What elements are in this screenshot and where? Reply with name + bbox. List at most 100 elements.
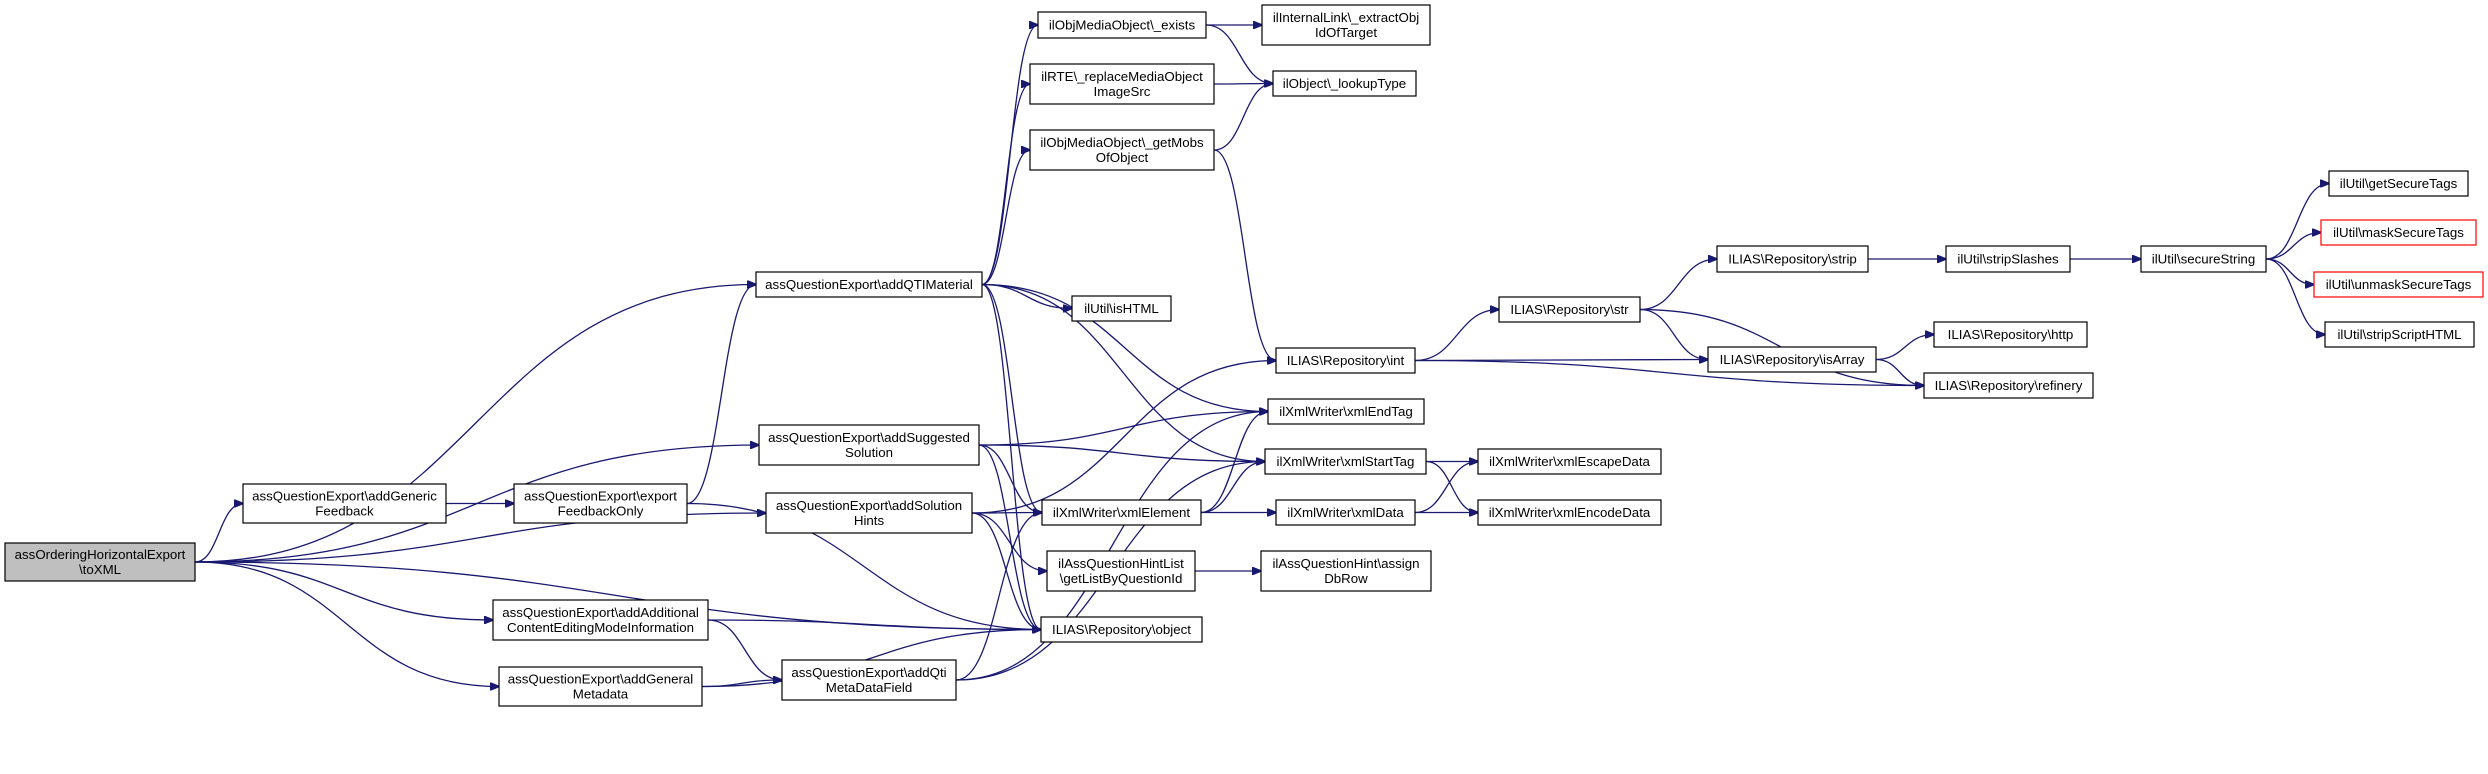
node-repoStrip[interactable]: ILIAS\Repository\strip bbox=[1716, 245, 1869, 273]
node-root[interactable]: assOrderingHorizontalExport\toXML bbox=[4, 542, 196, 582]
node-box[interactable] bbox=[2140, 245, 2267, 273]
node-label: ilXmlWriter\xmlStartTag bbox=[1277, 454, 1415, 469]
node-box[interactable] bbox=[1040, 616, 1203, 643]
node-label: ImageSrc bbox=[1094, 84, 1151, 99]
node-repoStr[interactable]: ILIAS\Repository\str bbox=[1498, 296, 1641, 323]
node-box[interactable] bbox=[492, 599, 709, 641]
node-isHTML[interactable]: ilUtil\isHTML bbox=[1071, 295, 1172, 322]
edge-mobExists-to-lookupType bbox=[1205, 24, 1273, 84]
node-box[interactable] bbox=[1037, 11, 1207, 39]
node-box[interactable] bbox=[1029, 63, 1215, 105]
node-label: \getListByQuestionId bbox=[1060, 571, 1183, 586]
node-box[interactable] bbox=[1275, 347, 1416, 374]
node-maskSecureTags[interactable]: ilUtil\maskSecureTags bbox=[2320, 219, 2477, 246]
edge-exportFeedbackOnly-to-repoObject bbox=[686, 502, 1041, 630]
node-label: ilUtil\stripSlashes bbox=[1957, 252, 2059, 267]
node-xmlStartTag[interactable]: ilXmlWriter\xmlStartTag bbox=[1264, 448, 1427, 475]
node-repoRefinery[interactable]: ILIAS\Repository\refinery bbox=[1923, 372, 2094, 399]
node-label: ilXmlWriter\xmlData bbox=[1287, 505, 1404, 520]
node-label: ilAssQuestionHintList bbox=[1058, 556, 1184, 571]
edge-exportFeedbackOnly-to-addQTIMaterial bbox=[686, 285, 756, 505]
node-box[interactable] bbox=[1041, 499, 1202, 526]
node-addQTIMaterial[interactable]: assQuestionExport\addQTIMaterial bbox=[755, 271, 983, 298]
node-repoHttp[interactable]: ILIAS\Repository\http bbox=[1933, 321, 2088, 348]
node-mobExists[interactable]: ilObjMediaObject\_exists bbox=[1037, 11, 1207, 39]
node-box[interactable] bbox=[242, 483, 447, 524]
node-label: assOrderingHorizontalExport bbox=[15, 547, 186, 562]
node-box[interactable] bbox=[513, 483, 688, 524]
node-label: ilXmlWriter\xmlEncodeData bbox=[1489, 505, 1651, 520]
node-label: OfObject bbox=[1096, 150, 1149, 165]
edge-xmlElement-to-xmlStartTag bbox=[1200, 462, 1265, 514]
node-box[interactable] bbox=[1707, 346, 1877, 373]
nodes-layer: assOrderingHorizontalExport\toXML assQues… bbox=[4, 4, 2484, 707]
node-box[interactable] bbox=[1923, 372, 2094, 399]
node-label: ilObjMediaObject\_getMobs bbox=[1040, 135, 1204, 150]
node-xmlEncodeData[interactable]: ilXmlWriter\xmlEncodeData bbox=[1477, 499, 1662, 526]
node-lookupType[interactable]: ilObject\_lookupType bbox=[1272, 70, 1417, 97]
node-secureString[interactable]: ilUtil\secureString bbox=[2140, 245, 2267, 273]
node-xmlEscapeData[interactable]: ilXmlWriter\xmlEscapeData bbox=[1477, 448, 1662, 475]
node-label: assQuestionExport\addQTIMaterial bbox=[765, 277, 973, 292]
node-stripScriptHTML[interactable]: ilUtil\stripScriptHTML bbox=[2324, 321, 2475, 348]
node-box[interactable] bbox=[1275, 499, 1416, 526]
node-xmlData[interactable]: ilXmlWriter\xmlData bbox=[1275, 499, 1416, 526]
node-box[interactable] bbox=[498, 666, 703, 707]
node-stripSlashes[interactable]: ilUtil\stripSlashes bbox=[1945, 245, 2071, 273]
edge-addQTIMaterial-to-rteReplace bbox=[981, 84, 1030, 286]
node-box[interactable] bbox=[1260, 550, 1432, 592]
node-label: assQuestionExport\addAdditional bbox=[502, 605, 699, 620]
node-getListByQuestionId[interactable]: ilAssQuestionHintList\getListByQuestionI… bbox=[1046, 550, 1196, 592]
node-addAdditionalContent[interactable]: assQuestionExport\addAdditionalContentEd… bbox=[492, 599, 709, 641]
node-box[interactable] bbox=[1477, 499, 1662, 526]
node-box[interactable] bbox=[1071, 295, 1172, 322]
node-xmlElement[interactable]: ilXmlWriter\xmlElement bbox=[1041, 499, 1202, 526]
node-label: ILIAS\Repository\strip bbox=[1728, 252, 1857, 267]
node-label: ilAssQuestionHint\assign bbox=[1272, 556, 1419, 571]
node-box[interactable] bbox=[1264, 448, 1427, 475]
node-box[interactable] bbox=[765, 492, 973, 534]
edge-addAdditionalContent-to-addQtiMetaDataField bbox=[707, 619, 782, 680]
node-label: ContentEditingModeInformation bbox=[507, 620, 694, 635]
node-repoInt[interactable]: ILIAS\Repository\int bbox=[1275, 347, 1416, 374]
node-label: ilObjMediaObject\_exists bbox=[1049, 18, 1196, 33]
node-unmaskSecureTags[interactable]: ilUtil\unmaskSecureTags bbox=[2313, 271, 2484, 298]
node-box[interactable] bbox=[1945, 245, 2071, 273]
node-getSecureTags[interactable]: ilUtil\getSecureTags bbox=[2328, 170, 2469, 197]
edge-addSolutionHints-to-getListByQuestionId bbox=[971, 512, 1047, 571]
node-box[interactable] bbox=[758, 424, 980, 466]
node-box[interactable] bbox=[2313, 271, 2484, 298]
node-box[interactable] bbox=[781, 659, 957, 701]
node-box[interactable] bbox=[1716, 245, 1869, 273]
node-box[interactable] bbox=[1029, 129, 1215, 171]
node-box[interactable] bbox=[1261, 4, 1431, 46]
node-repoIsArray[interactable]: ILIAS\Repository\isArray bbox=[1707, 346, 1877, 373]
node-box[interactable] bbox=[2320, 219, 2477, 246]
node-box[interactable] bbox=[1272, 70, 1417, 97]
node-label: Feedback bbox=[315, 504, 374, 519]
node-box[interactable] bbox=[755, 271, 983, 298]
node-box[interactable] bbox=[1933, 321, 2088, 348]
node-box[interactable] bbox=[2328, 170, 2469, 197]
node-label: ilUtil\stripScriptHTML bbox=[2337, 327, 2461, 342]
node-box[interactable] bbox=[4, 542, 196, 582]
node-xmlEndTag[interactable]: ilXmlWriter\xmlEndTag bbox=[1267, 398, 1425, 425]
node-box[interactable] bbox=[1046, 550, 1196, 592]
edge-addSuggestedSolution-to-xmlElement bbox=[978, 444, 1042, 513]
node-repoObject[interactable]: ILIAS\Repository\object bbox=[1040, 616, 1203, 643]
node-box[interactable] bbox=[1498, 296, 1641, 323]
node-box[interactable] bbox=[2324, 321, 2475, 348]
node-box[interactable] bbox=[1267, 398, 1425, 425]
node-box[interactable] bbox=[1477, 448, 1662, 475]
edge-addSolutionHints-to-repoObject bbox=[971, 512, 1041, 630]
